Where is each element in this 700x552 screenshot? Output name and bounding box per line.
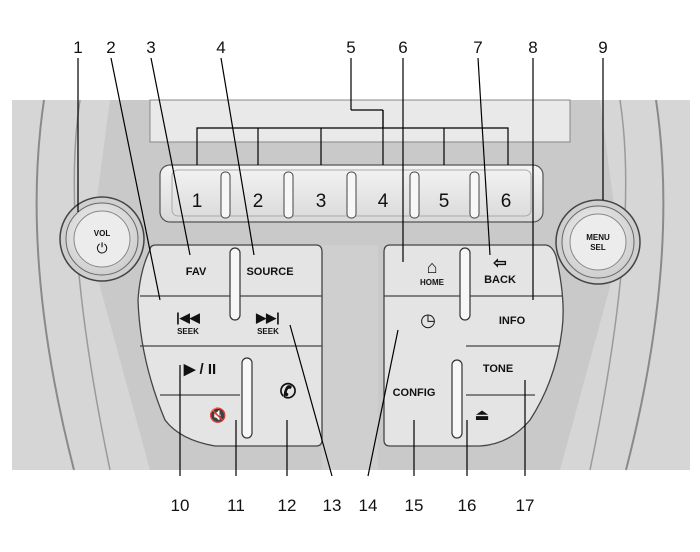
- play-pause-icon: ▶ / II: [183, 361, 216, 378]
- home-label: HOME: [420, 278, 445, 287]
- clock-icon: ◷: [420, 310, 436, 330]
- mute-icon: 🔇: [209, 407, 226, 424]
- phone-button[interactable]: ✆: [280, 381, 297, 403]
- menu-label: MENU: [586, 233, 610, 242]
- seek-back-label: SEEK: [177, 327, 199, 336]
- preset-button-1[interactable]: 1: [192, 191, 203, 212]
- callout-2: 2: [106, 38, 115, 57]
- rocker-divider: [459, 247, 471, 321]
- leader-line-14: [367, 329, 399, 477]
- callout-16: 16: [458, 496, 477, 515]
- callout-6: 6: [398, 38, 407, 57]
- callout-5: 5: [346, 38, 355, 57]
- callout-1: 1: [73, 38, 82, 57]
- leader-bracket-5: [196, 127, 509, 165]
- home-button[interactable]: ⌂ HOME: [420, 257, 445, 287]
- rocker-divider: [229, 247, 241, 321]
- eject-icon: ⏏: [474, 407, 489, 424]
- callout-10: 10: [171, 496, 190, 515]
- source-label: SOURCE: [246, 266, 293, 278]
- config-button[interactable]: CONFIG: [393, 387, 436, 399]
- seek-forward-label: SEEK: [257, 327, 279, 336]
- callout-15: 15: [405, 496, 424, 515]
- back-icon: ⇦: [492, 255, 506, 272]
- source-button[interactable]: SOURCE: [246, 266, 293, 278]
- seek-back-button[interactable]: |◀◀ SEEK: [176, 310, 201, 336]
- vol-label: VOL: [94, 229, 111, 238]
- preset-button-2[interactable]: 2: [253, 191, 264, 212]
- preset-1-label: 1: [192, 191, 203, 212]
- preset-strip: 1 2 3 4 5 6: [159, 164, 544, 223]
- right-button-cluster: ⌂ HOME ⇦ BACK ◷ INFO TONE CONFIG ⏏: [383, 244, 564, 447]
- rocker-divider: [241, 357, 253, 439]
- preset-divider: [283, 171, 294, 219]
- callout-7: 7: [473, 38, 482, 57]
- preset-4-label: 4: [378, 191, 389, 212]
- leader-line-13: [289, 324, 333, 477]
- tone-button[interactable]: TONE: [483, 363, 513, 375]
- seek-forward-icon: ▶▶|: [255, 310, 280, 325]
- info-label: INFO: [499, 315, 526, 327]
- preset-5-label: 5: [439, 191, 450, 212]
- preset-button-4[interactable]: 4: [378, 191, 389, 212]
- callout-12: 12: [278, 496, 297, 515]
- menu-select-knob[interactable]: MENU SEL: [555, 199, 641, 285]
- back-label: BACK: [484, 274, 516, 286]
- callout-11: 11: [227, 496, 245, 515]
- mute-button[interactable]: 🔇: [209, 407, 226, 424]
- preset-button-3[interactable]: 3: [316, 191, 327, 212]
- power-icon: ⏻: [96, 240, 107, 256]
- leader-line-4: [220, 57, 255, 256]
- tone-label: TONE: [483, 363, 513, 375]
- callout-9: 9: [598, 38, 607, 57]
- callout-14: 14: [359, 496, 378, 515]
- preset-3-label: 3: [316, 191, 327, 212]
- config-label: CONFIG: [393, 387, 436, 399]
- volume-power-knob[interactable]: VOL ⏻: [59, 196, 145, 282]
- leader-lines: [77, 57, 604, 477]
- leader-line-2: [110, 57, 161, 301]
- callout-8: 8: [528, 38, 537, 57]
- sel-label: SEL: [590, 243, 606, 252]
- callout-17: 17: [516, 496, 535, 515]
- preset-divider: [469, 171, 480, 219]
- preset-button-5[interactable]: 5: [439, 191, 450, 212]
- preset-divider: [409, 171, 420, 219]
- callout-3: 3: [146, 38, 155, 57]
- callout-13: 13: [323, 496, 342, 515]
- callout-4: 4: [216, 38, 225, 57]
- preset-divider: [346, 171, 357, 219]
- callout-numbers: 1 2 3 4 5 6 7 8 9 10 11 12 13 14 15 16 1…: [73, 38, 607, 515]
- fav-button[interactable]: FAV: [186, 266, 207, 278]
- leader-line-7: [477, 57, 491, 256]
- seek-back-icon: |◀◀: [176, 310, 201, 325]
- fav-label: FAV: [186, 266, 207, 278]
- rocker-divider: [451, 359, 463, 439]
- home-icon: ⌂: [427, 257, 438, 277]
- back-button[interactable]: ⇦ BACK: [484, 255, 516, 286]
- faceplate: [12, 99, 690, 471]
- preset-6-label: 6: [501, 191, 512, 212]
- preset-2-label: 2: [253, 191, 264, 212]
- eject-button[interactable]: ⏏: [474, 407, 489, 424]
- seek-forward-button[interactable]: ▶▶| SEEK: [255, 310, 280, 336]
- play-pause-button[interactable]: ▶ / II: [183, 361, 216, 378]
- clock-button[interactable]: ◷: [420, 310, 436, 330]
- leader-line-3: [150, 57, 191, 256]
- phone-icon: ✆: [280, 381, 297, 403]
- preset-button-6[interactable]: 6: [501, 191, 512, 212]
- info-button[interactable]: INFO: [499, 315, 526, 327]
- left-button-cluster: FAV SOURCE |◀◀ SEEK ▶▶| SEEK ▶ / II 🔇 ✆: [137, 244, 323, 447]
- preset-divider: [220, 171, 231, 219]
